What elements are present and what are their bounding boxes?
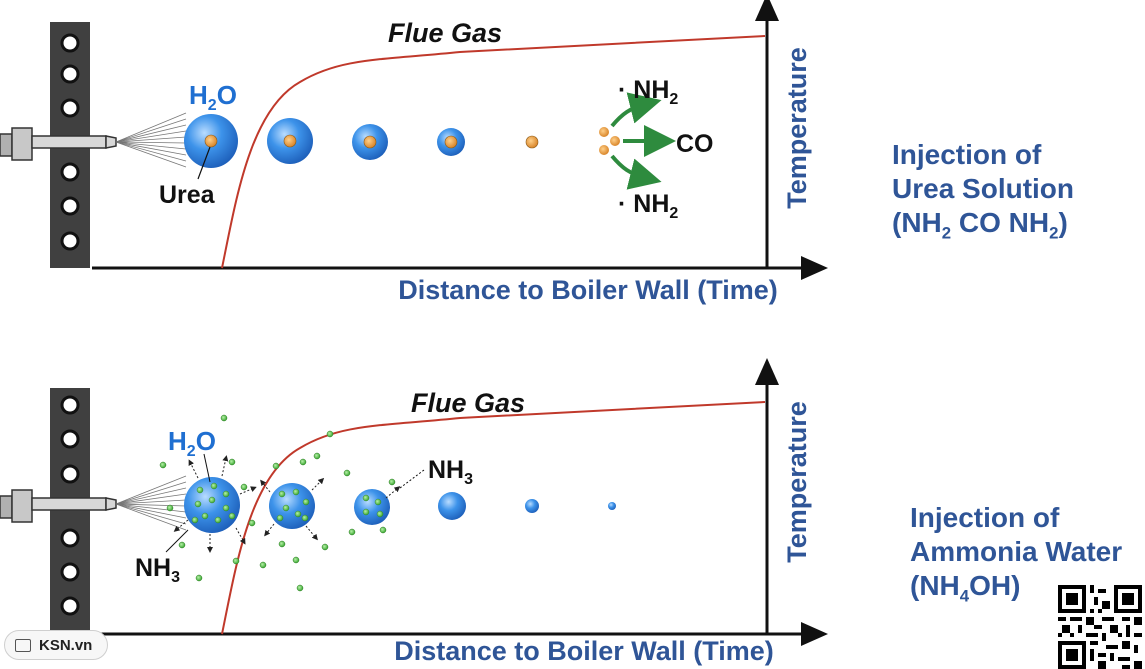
flue-gas-label: Flue Gas — [388, 18, 502, 48]
product-nh2-bottom: · NH2 — [618, 190, 678, 222]
laptop-icon — [15, 638, 31, 652]
h2o-pointer — [203, 453, 211, 483]
ammonia-label-line1: Injection of — [910, 502, 1060, 533]
release-arrows — [173, 455, 401, 553]
watermark-badge: KSN.vn — [4, 630, 108, 660]
watermark-text: KSN.vn — [39, 636, 93, 654]
urea-injection-label: Injection of Urea Solution (NH2 CO NH2) — [892, 138, 1074, 251]
ammonia-injection-label: Injection of Ammonia Water (NH4OH) — [910, 501, 1122, 614]
injector-nozzle — [0, 127, 117, 161]
urea-label-line2: Urea Solution — [892, 173, 1075, 204]
boiler-wall — [50, 388, 90, 634]
h2o-label: H2O — [189, 80, 237, 114]
urea-droplets — [184, 114, 539, 168]
decomposition-fragments — [599, 127, 620, 155]
injector-nozzle — [0, 489, 117, 523]
nh3-pointer-right — [399, 469, 425, 489]
temperature-curve — [221, 35, 766, 269]
urea-label: Urea — [159, 181, 216, 209]
urea-pointer — [197, 146, 211, 180]
nh3-pointer-left — [165, 529, 189, 553]
product-nh2-top: · NH2 — [618, 76, 678, 108]
flue-gas-label: Flue Gas — [411, 388, 525, 418]
y-axis-label: Temperature — [782, 401, 812, 563]
ammonia-label-line2: Ammonia Water — [910, 536, 1123, 567]
temperature-curve — [221, 401, 766, 635]
x-axis-label: Distance to Boiler Wall (Time) — [398, 275, 778, 305]
y-axis-label: Temperature — [782, 47, 812, 209]
urea-panel: Flue Gas Distance to Boiler Wall (Time) … — [0, 0, 828, 305]
qr-code-icon — [1058, 585, 1142, 669]
spray-cone — [115, 475, 187, 531]
x-axis-label: Distance to Boiler Wall (Time) — [394, 636, 774, 666]
ammonia-panel: Flue Gas Distance to Boiler Wall (Time) … — [0, 358, 828, 666]
nh3-label-left: NH3 — [135, 554, 180, 586]
urea-label-line3: (NH2 CO NH2) — [892, 207, 1068, 243]
nh3-label-right: NH3 — [428, 456, 473, 488]
urea-label-line1: Injection of — [892, 139, 1042, 170]
product-co: CO — [676, 130, 714, 158]
h2o-label: H2O — [168, 426, 216, 460]
ammonia-label-line3: (NH4OH) — [910, 570, 1021, 606]
ammonia-molecules — [159, 414, 396, 592]
decomposition-arrows — [610, 92, 676, 190]
ammonia-droplets — [184, 477, 616, 533]
spray-cone — [115, 112, 187, 168]
